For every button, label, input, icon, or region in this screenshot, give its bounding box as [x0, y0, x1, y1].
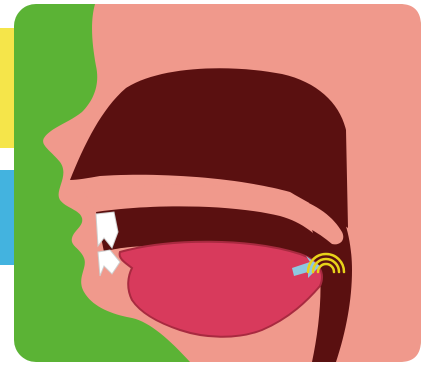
head-cross-section-svg [0, 0, 425, 366]
speech-organs-diagram [0, 0, 425, 366]
